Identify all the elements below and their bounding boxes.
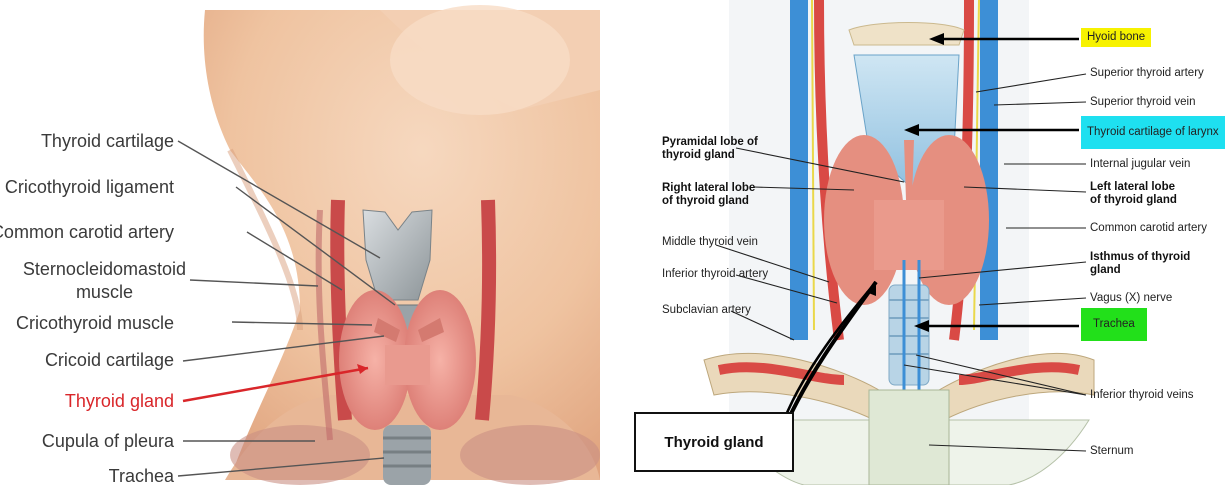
label-thyroid-cartilage: Thyroid cartilage	[41, 131, 174, 151]
label-pyramidal-lobe: Pyramidal lobe of thyroid gland	[662, 136, 758, 162]
right-anatomy-panel: Pyramidal lobe of thyroid gland Right la…	[614, 0, 1228, 485]
label-subclavian-artery: Subclavian artery	[662, 304, 751, 317]
thyroid-gland-callout-box: Thyroid gland	[634, 412, 794, 472]
label-left-lateral-lobe: Left lateral lobe of thyroid gland	[1090, 181, 1177, 207]
label-internal-jugular-vein: Internal jugular vein	[1090, 158, 1190, 171]
label-inferior-thyroid-artery: Inferior thyroid artery	[662, 268, 768, 281]
label-common-carotid-artery-right: Common carotid artery	[1090, 222, 1207, 235]
label-common-carotid-artery: Common carotid artery	[0, 222, 174, 242]
label-superior-thyroid-artery: Superior thyroid artery	[1090, 67, 1204, 80]
label-isthmus: Isthmus of thyroid gland	[1090, 251, 1190, 277]
label-trachea: Trachea	[109, 466, 174, 486]
label-hyoid-bone: Hyoid bone	[1081, 28, 1151, 47]
left-anatomy-panel: Thyroid cartilage Cricothyroid ligament …	[0, 0, 614, 485]
label-trachea-right: Trachea	[1081, 308, 1147, 341]
left-neck-illustration	[0, 0, 614, 485]
label-vagus-nerve: Vagus (X) nerve	[1090, 292, 1172, 305]
label-cricoid-cartilage: Cricoid cartilage	[45, 350, 174, 370]
label-sternocleidomastoid: Sternocleidomastoid muscle	[23, 258, 186, 304]
label-cricothyroid-ligament: Cricothyroid ligament	[5, 177, 174, 197]
label-superior-thyroid-vein: Superior thyroid vein	[1090, 96, 1195, 109]
label-cricothyroid-muscle: Cricothyroid muscle	[16, 313, 174, 333]
label-thyroid-gland: Thyroid gland	[65, 391, 174, 411]
label-thyroid-cartilage-of-larynx: Thyroid cartilage of larynx	[1081, 116, 1225, 149]
label-middle-thyroid-vein: Middle thyroid vein	[662, 236, 758, 249]
label-cupula-of-pleura: Cupula of pleura	[42, 431, 174, 451]
label-inferior-thyroid-veins: Inferior thyroid veins	[1090, 389, 1194, 402]
label-right-lateral-lobe: Right lateral lobe of thyroid gland	[662, 182, 755, 208]
label-sternum: Sternum	[1090, 445, 1133, 458]
